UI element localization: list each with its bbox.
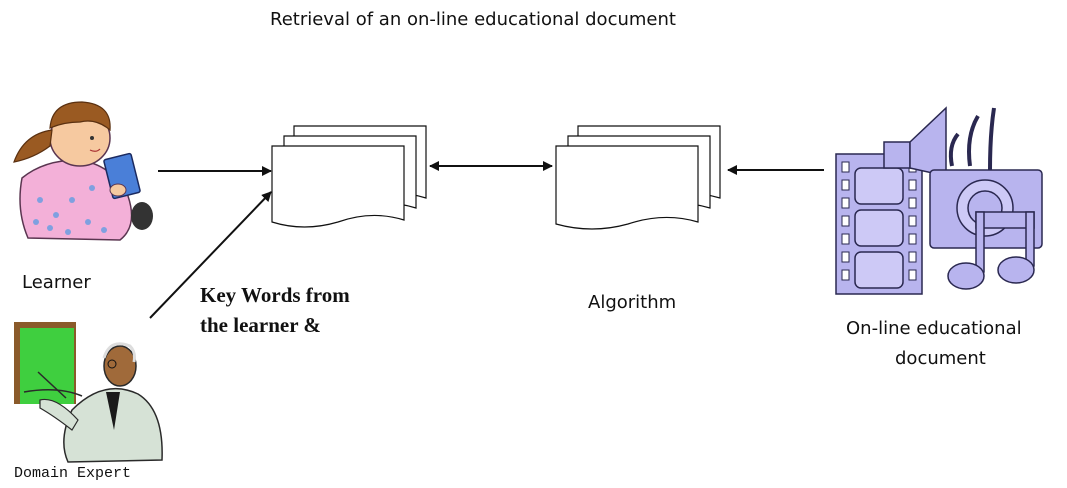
keywords-label-line1: Key Words from	[200, 283, 350, 307]
learner-label: Learner	[22, 272, 91, 293]
learner-icon	[13, 101, 153, 241]
arrow-expert-to-keywords	[149, 191, 272, 319]
document-label-line2: document	[895, 348, 986, 369]
expert-label: Domain Expert	[14, 465, 132, 482]
keywords-document-stack	[271, 125, 427, 228]
multimedia-document-icon	[835, 106, 1043, 295]
expert-icon	[14, 322, 163, 463]
algorithm-document-stack	[555, 125, 721, 230]
diagram-title: Retrieval of an on-line educational docu…	[270, 9, 676, 30]
keywords-label-line2: the learner &	[200, 313, 321, 337]
document-label-line1: On-line educational	[846, 318, 1022, 339]
algorithm-label: Algorithm	[588, 292, 677, 313]
